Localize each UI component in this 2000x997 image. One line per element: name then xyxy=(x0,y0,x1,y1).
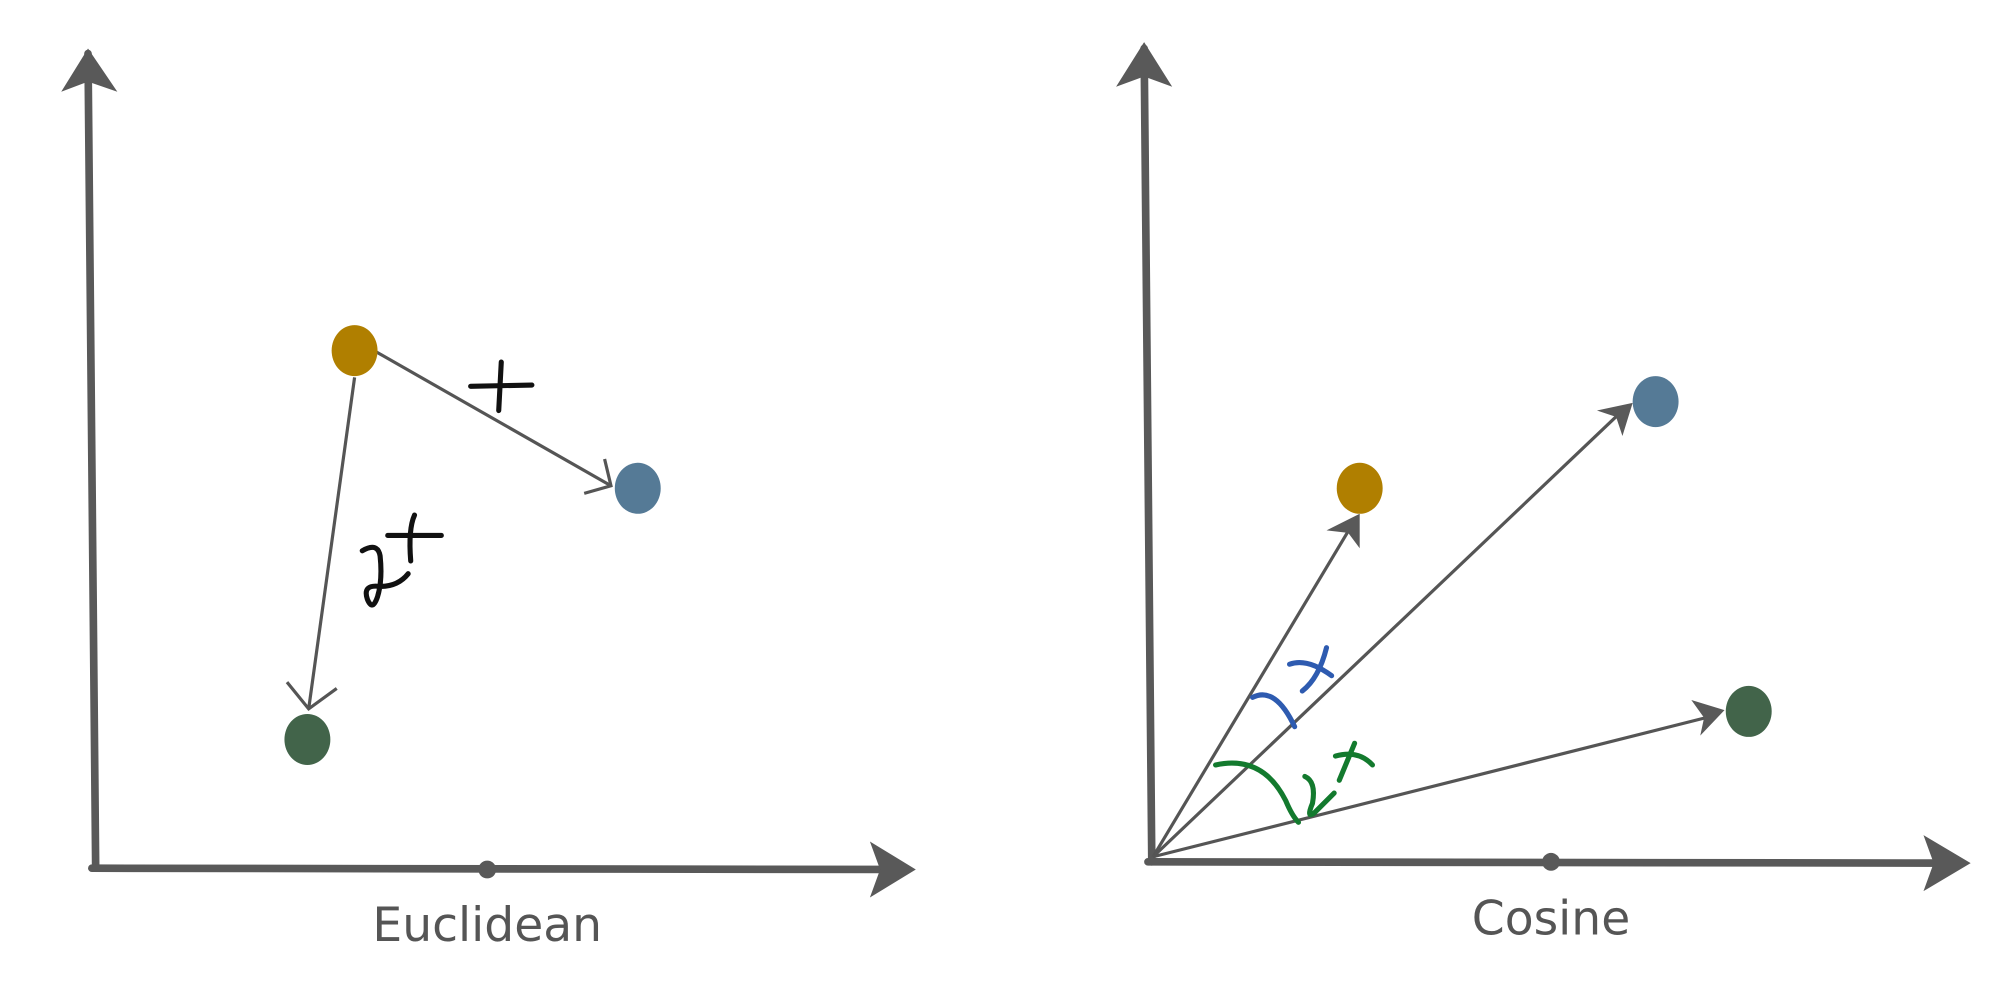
point-blue xyxy=(614,462,661,514)
arrowhead-icon xyxy=(1326,513,1360,549)
panel-label-cosine: Cosine xyxy=(1472,892,1630,947)
point-green xyxy=(1725,685,1772,737)
x-axis-arrowhead-icon xyxy=(869,841,916,898)
cosine-panel: Cosine xyxy=(1116,42,1971,947)
x-axis-tick xyxy=(1542,852,1560,871)
point-green xyxy=(284,713,331,765)
handwritten-not-plus-mark xyxy=(359,512,444,608)
vector-green xyxy=(1152,713,1716,859)
x-axis-arrowhead-icon xyxy=(1923,835,1971,892)
vector-blue xyxy=(1151,411,1621,858)
x-axis xyxy=(88,864,910,874)
point-gold xyxy=(1336,462,1383,514)
x-axis-tick xyxy=(478,860,497,879)
y-axis-arrowhead-icon xyxy=(61,48,118,92)
green-angle-mark xyxy=(1213,740,1375,825)
euclidean-panel: Euclidean xyxy=(61,48,916,953)
blue-angle-mark xyxy=(1249,645,1335,730)
point-gold xyxy=(331,325,378,377)
vector-gold-to-green xyxy=(307,377,357,710)
arrowhead-icon xyxy=(285,681,338,712)
y-axis xyxy=(84,49,100,871)
y-axis-arrowhead-icon xyxy=(1116,42,1173,87)
y-axis xyxy=(1140,44,1156,866)
vector-gold-to-blue xyxy=(375,350,612,488)
point-blue xyxy=(1632,376,1679,428)
arrowhead-icon xyxy=(1691,699,1725,736)
panel-label-euclidean: Euclidean xyxy=(372,898,602,953)
arrowhead-icon xyxy=(1596,402,1633,437)
arrowhead-icon xyxy=(583,458,613,495)
vector-gold xyxy=(1151,528,1351,858)
handwritten-plus-mark xyxy=(468,359,535,414)
